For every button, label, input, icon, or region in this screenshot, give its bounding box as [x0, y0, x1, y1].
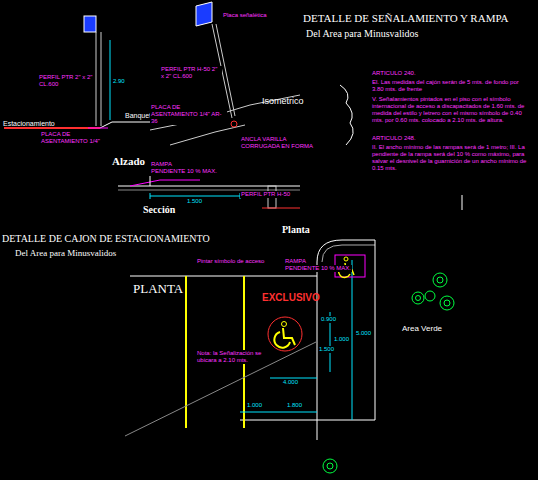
view-label: Sección: [143, 204, 175, 216]
dimension: 1.500: [186, 198, 203, 205]
part-note: RAMPA: [150, 161, 173, 168]
part-note: PENDIENTE 10 % MAX.: [284, 265, 352, 272]
subtitle: Del Area para Minusvalidos: [306, 28, 418, 40]
subtitle: Del Area para Minusvalidos: [15, 248, 116, 258]
regulation-note: ARTICULO 240.: [372, 70, 416, 77]
area-label: Area Verde: [402, 324, 442, 333]
floor-marking: EXCLUSIVO: [262, 292, 320, 304]
dimension: 4.000: [282, 379, 299, 386]
regulation-note: ARTICULO 248.: [372, 135, 416, 142]
dimension: 1.000: [246, 402, 263, 409]
dimension: 1.800: [286, 402, 303, 409]
part-note: Placa señalética: [222, 12, 279, 19]
dimension: 0.900: [320, 316, 337, 323]
part-note: PLACA DE ASENTAMIENTO 1/4" AR-36: [150, 104, 227, 125]
part-note: PERFIL PTR H-50 2" x 2" CL.600: [160, 66, 222, 80]
regulation-note: El. Las medidas del cajón serán de 5 mts…: [372, 79, 522, 93]
part-note: PERFIL PTR 2" x 2" CL.600: [38, 74, 95, 88]
regulation-note: II. El ancho mínimo de las rampas será d…: [372, 144, 530, 172]
part-note: PLACA DE ASENTAMIENTO 1/4": [40, 131, 102, 145]
area-label: Estacionamiento: [3, 120, 55, 128]
part-note: Pintar símbolo de acceso: [196, 258, 268, 265]
part-note: Nota: la Señalización se ubicara a 2.10 …: [196, 350, 268, 364]
dimension: 5.000: [355, 330, 372, 337]
view-label: Alzado: [112, 155, 145, 168]
part-note: ANCLA VARILLA CORRUGADA EN FORMA: [240, 136, 322, 150]
dimension: 1.500: [318, 346, 335, 353]
dimension: 1.000: [333, 336, 350, 343]
section-title: DETALLE DE CAJON DE ESTACIONAMIENTO: [2, 233, 210, 245]
dimension: 2.90: [112, 78, 126, 85]
regulation-note: V. Señalamientos pintados en el piso con…: [372, 96, 530, 124]
view-label: PLANTA: [133, 282, 183, 297]
sheet-title: DETALLE DE SEÑALAMIENTO Y RAMPA: [303, 12, 508, 25]
view-label: Isometrico: [262, 96, 304, 106]
view-label: Planta: [282, 224, 310, 236]
part-note: PERFIL PTR H-50: [240, 191, 291, 198]
part-note: RAMPA: [284, 258, 307, 265]
part-note: PENDIENTE 10 % MAX.: [150, 168, 218, 175]
